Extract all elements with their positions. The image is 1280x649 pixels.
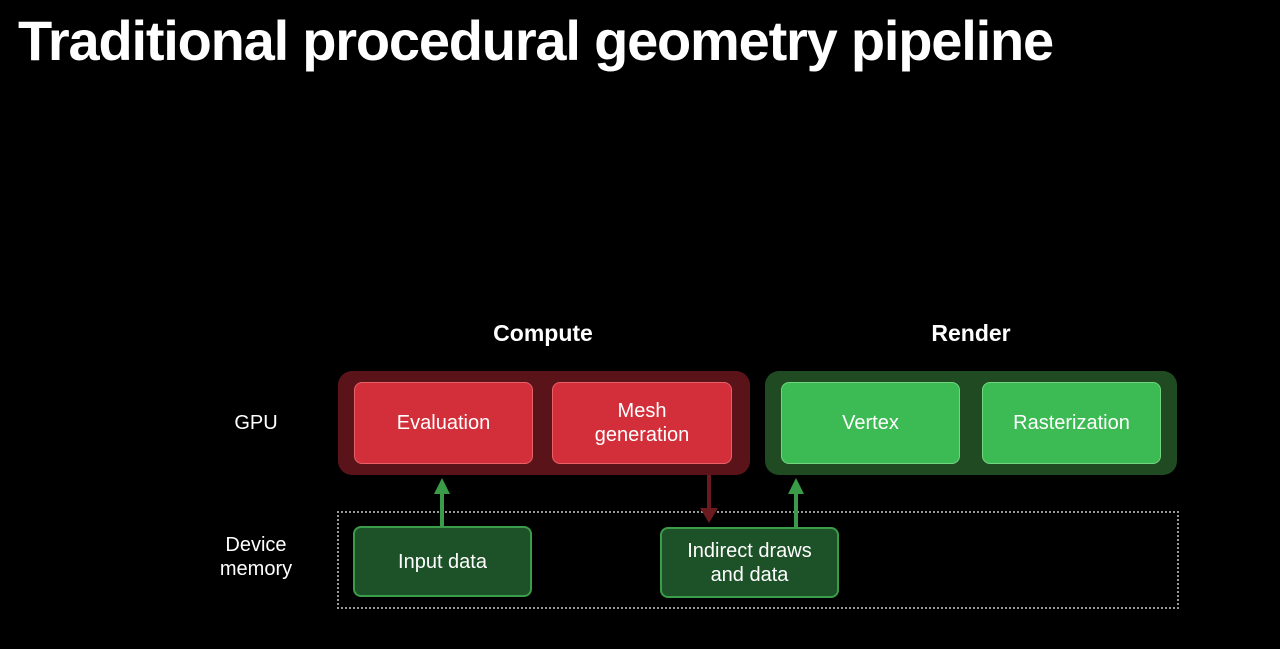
slide-title: Traditional procedural geometry pipeline	[18, 9, 1054, 72]
indirect-draws-label-1: Indirect draws	[687, 539, 812, 562]
device-memory-line-1: Device	[225, 534, 287, 556]
mesh-generation-label-2: generation	[594, 424, 690, 446]
arrow-indirect-to-vertex-head	[788, 478, 804, 494]
compute-header: Compute	[493, 320, 593, 346]
mesh-generation-label-1: Mesh	[617, 400, 667, 422]
device-memory-row-label: Device memory	[196, 533, 316, 581]
indirect-draws-buffer: Indirect draws and data	[660, 527, 839, 598]
arrow-input-to-evaluation	[434, 478, 450, 526]
vertex-label: Vertex	[842, 412, 899, 434]
arrow-mesh-to-indirect	[700, 475, 718, 523]
input-data-label: Input data	[398, 550, 487, 573]
arrow-input-to-evaluation-head	[434, 478, 450, 494]
rasterization-label: Rasterization	[1013, 412, 1130, 434]
vertex-stage: Vertex	[781, 382, 960, 464]
mesh-generation-stage: Mesh generation	[552, 382, 732, 464]
evaluation-stage: Evaluation	[354, 382, 533, 464]
indirect-draws-label-2: and data	[710, 563, 789, 586]
input-data-buffer: Input data	[353, 526, 532, 597]
rasterization-stage: Rasterization	[982, 382, 1161, 464]
render-header: Render	[931, 320, 1011, 346]
arrow-mesh-to-indirect-head	[700, 508, 718, 523]
arrow-indirect-to-vertex	[788, 478, 804, 527]
gpu-row-label: GPU	[234, 412, 278, 434]
device-memory-region	[337, 511, 1179, 609]
device-memory-line-2: memory	[219, 558, 293, 580]
evaluation-label: Evaluation	[396, 412, 491, 434]
